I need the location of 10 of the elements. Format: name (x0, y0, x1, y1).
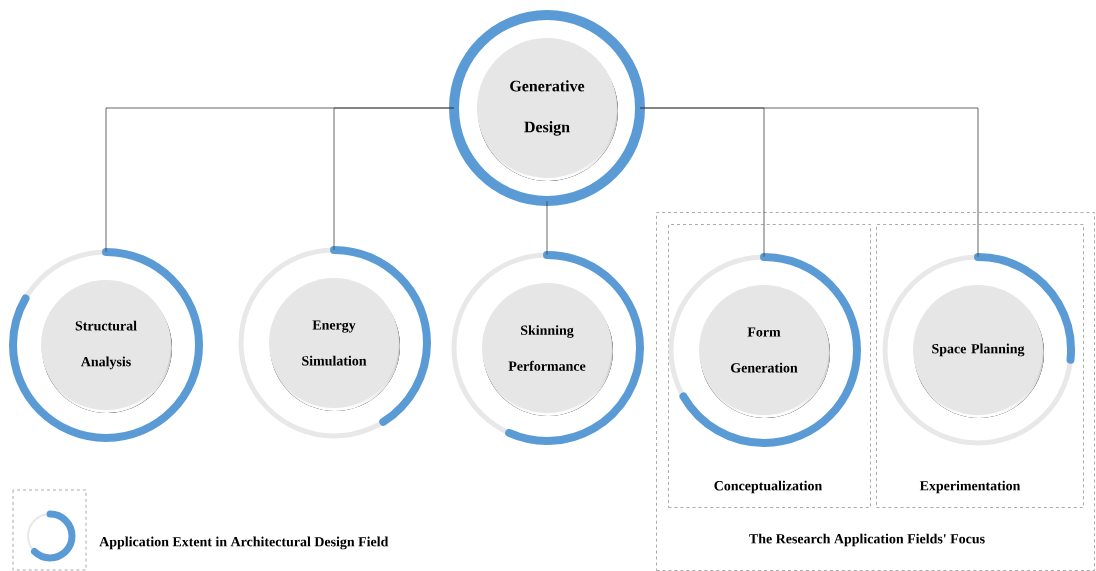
legend-text: Application Extent in Architectural Design Field (99, 536, 389, 550)
ring-chart-node: Form Generation (668, 253, 861, 447)
connector-line (546, 200, 548, 256)
ring-chart-node: Structural Analysis (9, 248, 203, 442)
connector-line (639, 107, 979, 258)
ring-chart-node: Generative Design (449, 10, 645, 206)
ring-chart-node: Energy Simulation (238, 246, 431, 439)
ring-chart-node: Space Planning (882, 253, 1075, 446)
connector-line (333, 107, 455, 251)
ring-chart-node: Skinning Performance (451, 251, 644, 445)
